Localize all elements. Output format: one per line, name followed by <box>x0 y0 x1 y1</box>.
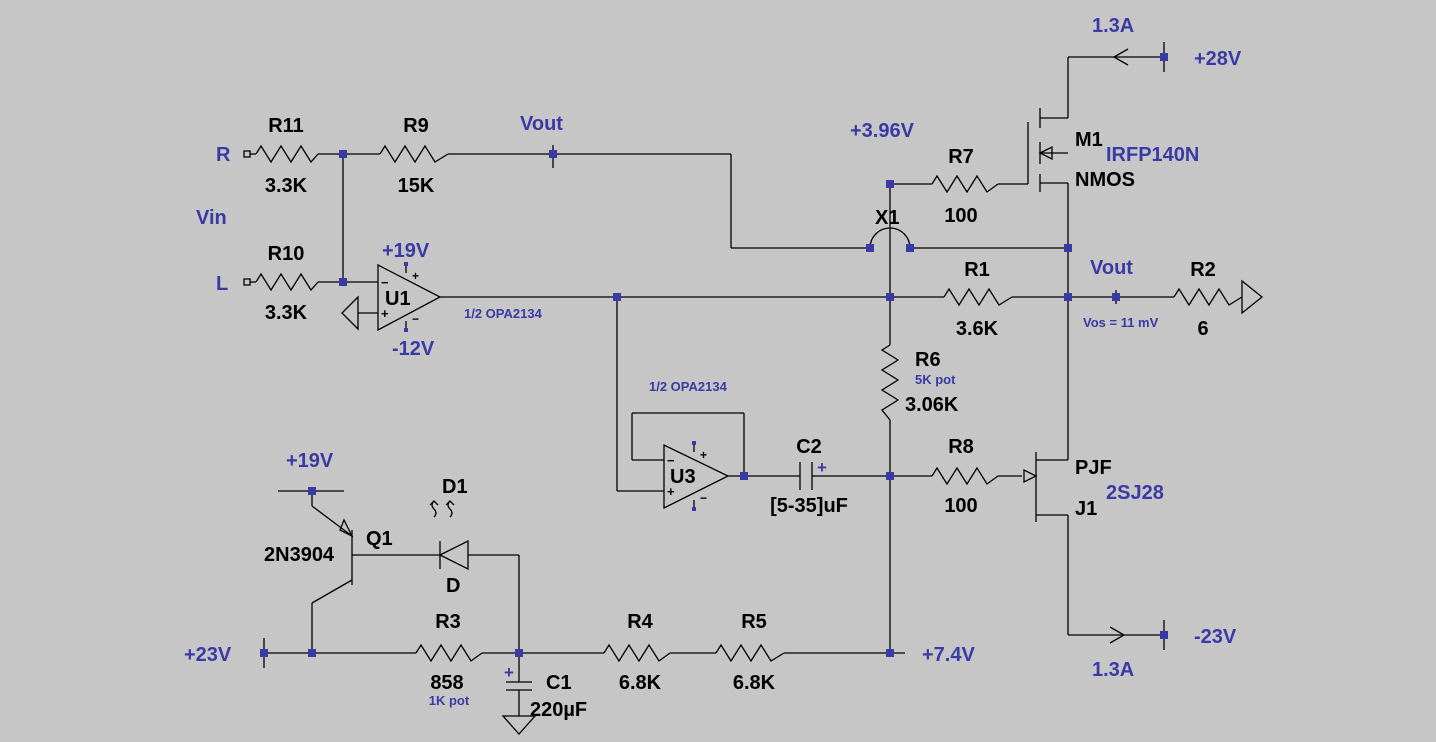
r3-label: R3 <box>435 611 461 633</box>
r11-label: R11 <box>268 115 304 137</box>
r3-note: 1K pot <box>429 693 470 708</box>
r1-body <box>943 287 1013 307</box>
r2-body <box>1173 287 1243 307</box>
r5-label: R5 <box>741 611 767 633</box>
net-p19-u1: +19V <box>382 240 430 262</box>
net-i-top: 1.3A <box>1092 15 1134 37</box>
r9-label: R9 <box>403 115 429 137</box>
r11-value: 3.3K <box>265 175 308 197</box>
r8-label: R8 <box>948 436 974 458</box>
c2-value: [5-35]uF <box>770 495 848 517</box>
r7-body <box>931 174 999 194</box>
svg-text:−: − <box>381 275 389 290</box>
u3-part: 1/2 OPA2134 <box>649 379 728 394</box>
x1-label: X1 <box>875 207 899 229</box>
u3-label: U3 <box>670 466 696 488</box>
u1-label: U1 <box>385 288 411 310</box>
net-v396: +3.96V <box>850 120 915 142</box>
r6-label: R6 <box>915 349 941 371</box>
r1-value: 3.6K <box>956 318 999 340</box>
r1-label: R1 <box>964 259 990 281</box>
r9-value: 15K <box>398 175 435 197</box>
r7-label: R7 <box>948 146 974 168</box>
c1-value: 220µF <box>530 699 587 721</box>
d1-symbol <box>438 539 469 571</box>
svg-text:−: − <box>700 491 707 505</box>
net-vos: Vos = 11 mV <box>1083 315 1159 330</box>
svg-text:+: + <box>381 306 389 321</box>
net-p23: +23V <box>184 644 232 666</box>
svg-text:−: − <box>667 453 675 468</box>
capacitors: + + <box>504 458 830 691</box>
net-l: L <box>216 273 228 295</box>
component-labels: R11 3.3K R9 15K R10 3.3K R7 100 R1 3.6K … <box>264 115 1216 721</box>
r5-value: 6.8K <box>733 672 776 694</box>
c2-plus: + <box>817 458 827 477</box>
net-p74: +7.4V <box>922 644 975 666</box>
q1-part: 2N3904 <box>264 544 335 566</box>
net-i-bot: 1.3A <box>1092 659 1134 681</box>
svg-text:+: + <box>667 484 675 499</box>
d1-type: D <box>446 575 460 597</box>
r8-body <box>931 466 999 486</box>
misc-symbols <box>243 48 1264 735</box>
transistors <box>339 108 1068 585</box>
svg-text:−: − <box>412 312 419 326</box>
c1-label: C1 <box>546 672 572 694</box>
c1-plus: + <box>504 663 514 682</box>
d1-label: D1 <box>442 476 468 498</box>
net-m12: -12V <box>392 338 435 360</box>
svg-text:+: + <box>700 448 707 462</box>
svg-text:+: + <box>412 269 419 283</box>
u1-symbol <box>377 263 442 332</box>
net-vout-right: Vout <box>1090 257 1133 279</box>
wires <box>250 42 1174 716</box>
r3-value: 858 <box>430 672 463 694</box>
r2-label: R2 <box>1190 259 1216 281</box>
net-vin: Vin <box>196 207 227 229</box>
r6-value: 3.06K <box>905 394 959 416</box>
m1-type: NMOS <box>1075 169 1135 191</box>
r2-value: 6 <box>1197 318 1208 340</box>
q1-label: Q1 <box>366 528 393 550</box>
r10-body <box>255 272 319 292</box>
r10-label: R10 <box>268 243 305 265</box>
r11-body <box>255 144 319 164</box>
j1-label: J1 <box>1075 498 1097 520</box>
u1-part: 1/2 OPA2134 <box>464 306 543 321</box>
r4-body <box>603 643 671 663</box>
m1-label: M1 <box>1075 129 1103 151</box>
x1-hop <box>869 227 911 249</box>
resistors <box>255 144 1243 663</box>
r5-body <box>715 643 785 663</box>
net-p19-q1: +19V <box>286 450 334 472</box>
j1-type: PJF <box>1075 457 1112 479</box>
r3-body <box>415 643 483 663</box>
r6-body <box>880 344 900 421</box>
r9-body <box>379 144 449 164</box>
junctions <box>260 53 1168 657</box>
net-m23: -23V <box>1194 626 1237 648</box>
r7-value: 100 <box>944 205 977 227</box>
r4-label: R4 <box>627 611 653 633</box>
u3-symbol <box>663 443 730 510</box>
r10-value: 3.3K <box>265 302 308 324</box>
net-labels: Vin R L Vout Vout Vos = 11 mV +3.96V +19… <box>184 15 1242 681</box>
r6-note: 5K pot <box>915 372 956 387</box>
r8-value: 100 <box>944 495 977 517</box>
m1-part: IRFP140N <box>1106 144 1199 166</box>
net-vout-top: Vout <box>520 113 563 135</box>
net-p28: +28V <box>1194 48 1242 70</box>
net-r: R <box>216 144 231 166</box>
c2-label: C2 <box>796 436 822 458</box>
r4-value: 6.8K <box>619 672 662 694</box>
opamps: − + + − − + + − <box>341 262 730 511</box>
u1-gnd-symbol <box>341 295 359 331</box>
j1-part: 2SJ28 <box>1106 482 1164 504</box>
